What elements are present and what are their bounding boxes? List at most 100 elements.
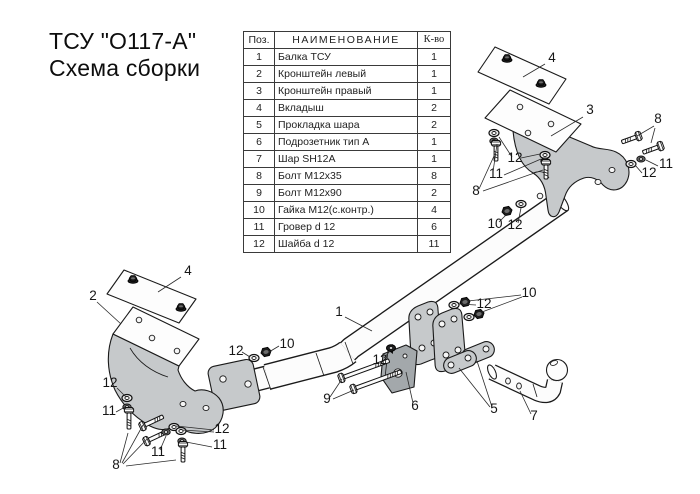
callout-label-12: 12 [228, 343, 243, 358]
bolt-icon [138, 414, 165, 432]
bolt-icon [621, 130, 643, 145]
parts-table: Поз. НАИМЕНОВАНИЕ К-во 1 Балка ТСУ 1 2 К… [243, 31, 451, 253]
cell-name: Гровер d 12 [274, 218, 418, 236]
callout-leader-line [116, 387, 127, 398]
callout-label-11: 11 [659, 156, 673, 171]
fasteners-group [121, 54, 665, 463]
callout-label-10: 10 [279, 336, 294, 351]
callout-leader-line [503, 158, 542, 176]
cell-name: Кронштейн правый [274, 82, 418, 100]
callout-label-5: 5 [490, 401, 498, 416]
cell-name: Шайба d 12 [274, 235, 418, 253]
table-row: 8 Болт М12х35 8 [243, 167, 451, 185]
washer-icon [488, 128, 500, 138]
callout-leader-line [458, 367, 491, 408]
callout-leader-line [492, 143, 498, 173]
callout-label-1: 1 [335, 304, 343, 319]
callout-leader-line [329, 378, 343, 398]
callout-label-9: 9 [323, 391, 331, 406]
bolt-icon [540, 159, 552, 180]
callout-leader-line [636, 125, 655, 137]
title-subtitle: Схема сборки [49, 55, 201, 81]
callout-label-8: 8 [654, 111, 662, 126]
washer-icon [515, 199, 527, 209]
callout-leader-line [122, 438, 148, 465]
callout-leader-line [405, 371, 414, 404]
washer-icon [121, 393, 133, 403]
parts-table-body: 1 Балка ТСУ 1 2 Кронштейн левый 1 3 Крон… [243, 48, 451, 253]
cell-name: Кронштейн левый [274, 65, 418, 83]
washer-icon [463, 312, 475, 322]
callout-leader-line [383, 350, 391, 359]
bolt-icon [642, 140, 665, 155]
cell-qty: 2 [417, 116, 451, 134]
ball-head [545, 358, 569, 382]
washer-icon [386, 344, 396, 352]
bracket-left-assembly [106, 269, 224, 434]
washer-icon [539, 150, 551, 160]
callout-leader-line [159, 435, 167, 451]
insert-plate-left [106, 269, 197, 324]
callout-leader-line [96, 301, 122, 325]
bolt-icon [123, 407, 135, 430]
callout-leader-line [458, 303, 477, 306]
callout-label-12: 12 [214, 421, 229, 436]
table-row: 3 Кронштейн правый 1 [243, 82, 451, 100]
callout-label-12: 12 [507, 150, 522, 165]
callout-label-12: 12 [102, 375, 117, 390]
bolt-head-icon [535, 79, 547, 88]
cell-name: Вкладыш [274, 99, 418, 117]
callout-label-12: 12 [507, 217, 522, 232]
callout-label-11: 11 [151, 444, 165, 459]
callout-leader-line [121, 424, 144, 464]
callout-leader-line [268, 345, 280, 353]
bolt-icon [177, 441, 189, 463]
callout-label-3: 3 [586, 102, 594, 117]
washer-icon [175, 426, 187, 436]
callout-label-7: 7 [530, 408, 538, 423]
washer-icon [625, 159, 637, 169]
callout-leader-line [175, 425, 215, 431]
table-row: 4 Вкладыш 2 [243, 99, 451, 117]
bolt-head-icon [501, 54, 513, 63]
callout-leader-line [185, 441, 213, 448]
callout-leader-line [115, 406, 126, 413]
callout-label-10: 10 [487, 216, 502, 231]
callout-leader-line [517, 207, 522, 224]
callout-label-11: 11 [102, 403, 116, 418]
washer-icon [248, 353, 260, 363]
bolt-head-icon [127, 275, 139, 284]
callout-label-2: 2 [89, 288, 97, 303]
tow-ball-part [486, 358, 569, 404]
washer-icon [168, 422, 180, 432]
spring-washer-icon [636, 155, 646, 163]
callout-label-4: 4 [184, 263, 192, 278]
callout-label-8: 8 [472, 183, 480, 198]
callout-leader-line [478, 155, 495, 190]
cell-qty: 2 [417, 99, 451, 117]
callout-leader-line [498, 136, 513, 158]
spring-washer-icon [161, 428, 171, 436]
table-row: 12 Шайба d 12 11 [243, 235, 451, 253]
callout-leader-line [645, 159, 659, 167]
callout-label-4: 4 [548, 50, 556, 65]
nut-icon [260, 346, 272, 358]
callout-leader-line [482, 169, 544, 192]
callout-leader-line [481, 296, 523, 313]
bracket-right-assembly [477, 46, 630, 218]
callout-label-11: 11 [489, 166, 503, 181]
callout-leader-line [520, 153, 541, 159]
ball-spacer-plates [443, 341, 495, 374]
bolt-icon [337, 358, 390, 384]
bolt-icon [349, 369, 402, 395]
callout-label-12: 12 [476, 296, 491, 311]
callout-label-12: 12 [641, 165, 656, 180]
callout-leader-line [157, 276, 182, 293]
callout-leader-line [476, 360, 493, 408]
callout-label-11: 11 [213, 437, 227, 452]
beam-part [207, 190, 570, 412]
bolt-head-icon [175, 303, 187, 312]
nut-icon [459, 296, 471, 308]
